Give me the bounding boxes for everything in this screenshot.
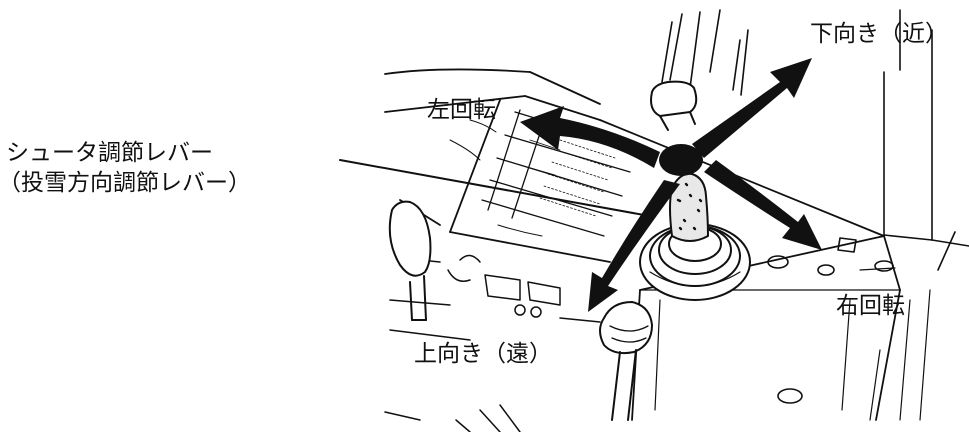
label-up-far: 上向き（遠）	[414, 341, 552, 367]
right-lever-knob	[599, 301, 653, 421]
panel-pictograms	[389, 254, 601, 341]
arrow-up-far	[588, 180, 680, 312]
pivot-dot	[659, 144, 703, 176]
panel-buttons	[767, 237, 894, 404]
arrow-right-rotate	[704, 160, 822, 250]
chute-lever-subtitle: （投雪方向調節レバー）	[0, 170, 251, 196]
bottom-fragments	[384, 404, 521, 432]
rear-panel-lines	[661, 9, 969, 271]
arrow-down-near	[692, 58, 812, 158]
label-right-rotate: 右回転	[836, 293, 905, 319]
direction-arrows	[520, 58, 822, 312]
label-left-rotate: 左回転	[427, 97, 496, 123]
chute-lever-title: シュータ調節レバー	[6, 140, 213, 166]
label-down-near: 下向き（近）	[810, 21, 948, 47]
arrow-left-rotate	[520, 106, 660, 168]
leader-line	[339, 159, 645, 216]
left-shift-lever	[388, 200, 432, 321]
upper-knob	[650, 80, 698, 131]
chute-lever-label: シュータ調節レバー （投雪方向調節レバー）	[0, 138, 251, 198]
